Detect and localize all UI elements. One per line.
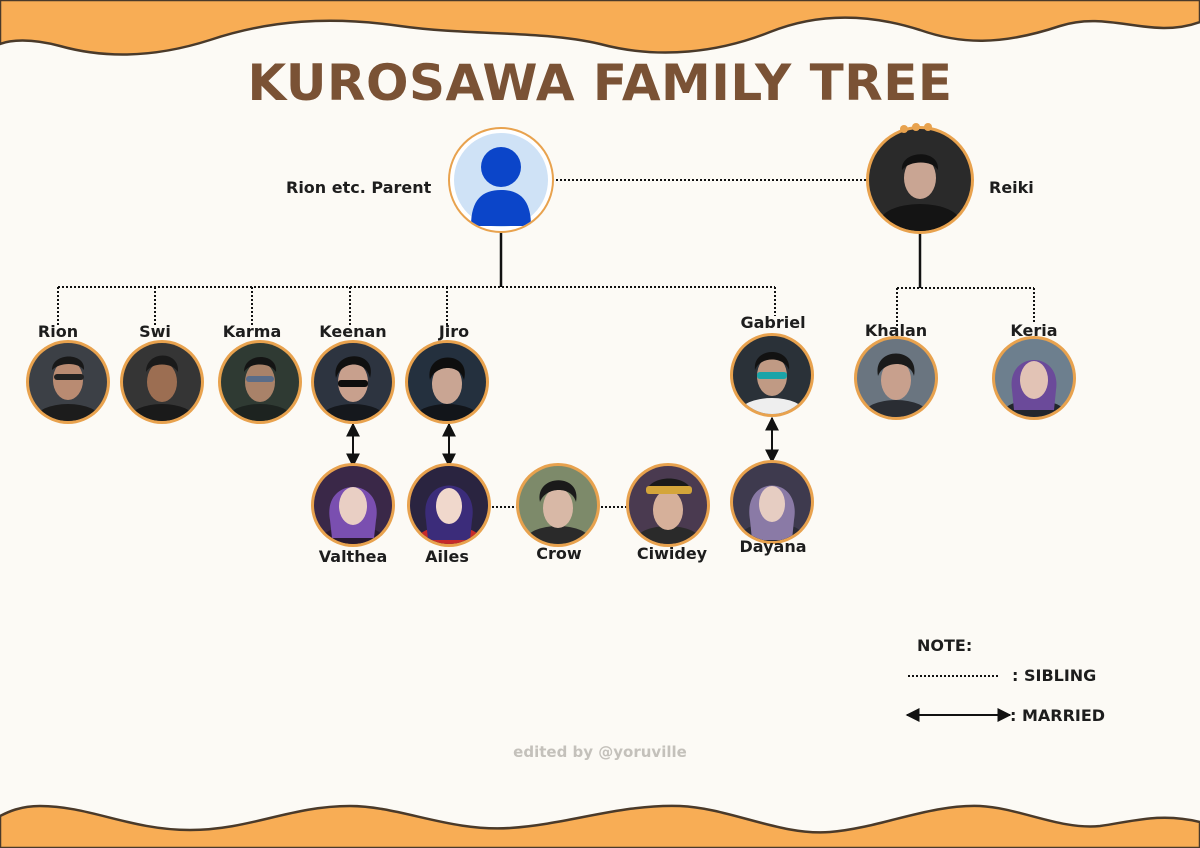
credit-text: edited by @yoruville — [513, 743, 687, 761]
keria-avatar — [992, 336, 1076, 420]
label-ailes: Ailes — [425, 547, 469, 566]
legend-sibling-label: : SIBLING — [1012, 666, 1097, 685]
connectors — [57, 179, 1035, 508]
label-dayana: Dayana — [739, 537, 807, 556]
bottom-wave-border — [0, 804, 1200, 848]
ailes-avatar — [407, 463, 491, 547]
reiki-avatar — [866, 123, 974, 234]
crow-avatar — [516, 463, 600, 547]
legend-married-label: : MARRIED — [1010, 706, 1106, 725]
top-wave-border — [0, 0, 1200, 56]
dayana-avatar — [730, 460, 814, 544]
rion-avatar — [26, 340, 110, 424]
label-gabriel: Gabriel — [740, 313, 806, 332]
label-valthea: Valthea — [318, 547, 388, 566]
label-rion: Rion — [37, 322, 79, 341]
label-reiki: Reiki — [989, 178, 1034, 197]
user-icon — [471, 147, 531, 226]
legend-title: NOTE: — [917, 636, 973, 655]
jiro-avatar — [405, 340, 489, 424]
label-keenan: Keenan — [319, 322, 387, 341]
page-title: KUROSAWA FAMILY TREE — [247, 54, 953, 112]
valthea-avatar — [311, 463, 395, 547]
label-crow: Crow — [536, 544, 582, 563]
khalan-avatar — [854, 336, 938, 420]
karma-avatar — [218, 340, 302, 424]
label-karma: Karma — [222, 322, 282, 341]
label-parent: Rion etc. Parent — [286, 178, 432, 197]
swi-avatar — [120, 340, 204, 424]
parent-avatar — [448, 127, 554, 233]
keenan-avatar — [311, 340, 395, 424]
label-swi: Swi — [139, 322, 171, 341]
label-keria: Keria — [1010, 321, 1058, 340]
label-khalan: Khalan — [864, 321, 928, 340]
gabriel-avatar — [730, 333, 814, 417]
label-ciwidey: Ciwidey — [636, 544, 708, 563]
ciwidey-avatar — [626, 463, 710, 547]
label-jiro: Jiro — [438, 322, 470, 341]
